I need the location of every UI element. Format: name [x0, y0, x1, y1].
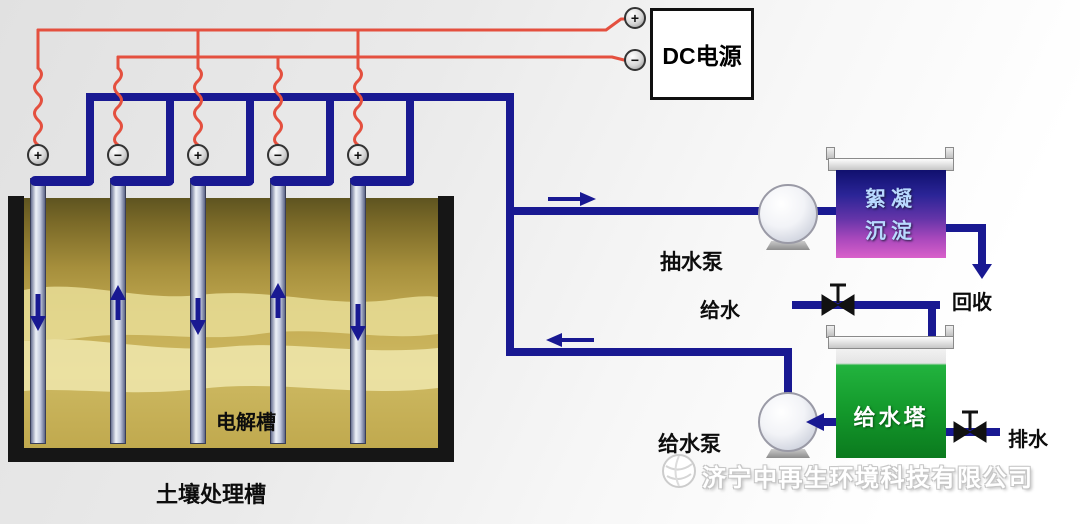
flow-arrow-left-head [546, 333, 562, 347]
electrode-cap-5 [350, 176, 414, 186]
floc-tank-label-line1: 絮凝 [865, 188, 917, 211]
terminal-sign: − [113, 147, 123, 163]
soil-tank-caption: 土壤处理槽 [156, 482, 267, 507]
pipe-extraction-line [506, 207, 840, 215]
terminal-sign: + [33, 147, 43, 163]
water-supply-label: 给水 [700, 300, 740, 322]
tower-label: 给水塔 [853, 405, 929, 430]
supply-valve-icon [821, 283, 855, 316]
electrode-cap-4 [270, 176, 334, 186]
water-supply-tower: 给水塔 [836, 349, 946, 458]
dc-power-supply-box: DC电源 [650, 8, 754, 100]
electrode-riser-3 [246, 97, 254, 183]
coil-wire-2 [113, 66, 123, 147]
dc-power-label: DC电源 [662, 43, 742, 69]
coil-wire-3 [193, 66, 203, 147]
tank-bottom-wall [8, 448, 454, 462]
terminal-sign: + [353, 147, 363, 163]
drain-label: 排水 [1008, 429, 1048, 451]
coil-wire-4 [273, 66, 283, 147]
electrode-riser-1 [86, 97, 94, 183]
floc-tank-label-line2: 沉淀 [865, 220, 917, 243]
supply-pump-label: 给水泵 [658, 433, 721, 456]
pipe-tower-inlet [928, 301, 936, 339]
flow-arrow-right-head [580, 192, 596, 206]
electrode-terminal-minus-2: − [107, 144, 129, 166]
positive-bus-wire [36, 17, 628, 32]
tank-left-wall [8, 196, 24, 462]
pipe-recycle-vertical [978, 224, 986, 266]
pipe-recycle-horizontal [940, 224, 986, 232]
floc-tank: 絮凝 沉淀 [836, 170, 946, 258]
dc-negative-terminal: − [624, 49, 646, 71]
tank-right-wall [438, 196, 454, 462]
company-logo-icon [662, 454, 696, 488]
electrode-terminal-plus-3: + [187, 144, 209, 166]
pipe-water-supply [792, 301, 940, 309]
coil-wire-5 [353, 66, 363, 147]
electrode-riser-5 [406, 97, 414, 183]
electrode-terminal-plus-5: + [347, 144, 369, 166]
electrode-terminal-plus-1: + [27, 144, 49, 166]
drain-valve-icon [953, 410, 987, 443]
pump-inlet-arrow-head [806, 413, 824, 431]
recycle-arrow-head [972, 264, 992, 279]
electrode-cap-1 [30, 176, 94, 186]
pipe-downcomer [506, 93, 514, 356]
dc-positive-terminal: + [624, 7, 646, 29]
electrode-cap-3 [190, 176, 254, 186]
electrode-riser-2 [166, 97, 174, 183]
electrode-riser-4 [326, 97, 334, 183]
soil-layers-graphic [24, 198, 438, 448]
terminal-sign: + [630, 10, 640, 26]
electrode-terminal-minus-4: − [267, 144, 289, 166]
electrolysis-tank-label: 电解槽 [216, 412, 276, 434]
extract-pump-label: 抽水泵 [660, 251, 723, 274]
supply-pump-base [766, 449, 810, 458]
terminal-sign: − [273, 147, 283, 163]
pipe-manifold [86, 93, 514, 101]
extract-pump [758, 184, 818, 244]
terminal-sign: − [630, 52, 640, 68]
pipe-return-line [506, 348, 792, 356]
recycle-label: 回收 [952, 292, 992, 314]
soil-fill [24, 198, 438, 448]
company-watermark: 济宁中再生环境科技有限公司 [702, 465, 1034, 492]
extract-pump-base [766, 241, 810, 250]
pipe-supply-pump-riser [784, 348, 792, 398]
electrode-cap-2 [110, 176, 174, 186]
tower-rim [828, 336, 954, 349]
coil-wire-1 [33, 66, 43, 147]
terminal-sign: + [193, 147, 203, 163]
